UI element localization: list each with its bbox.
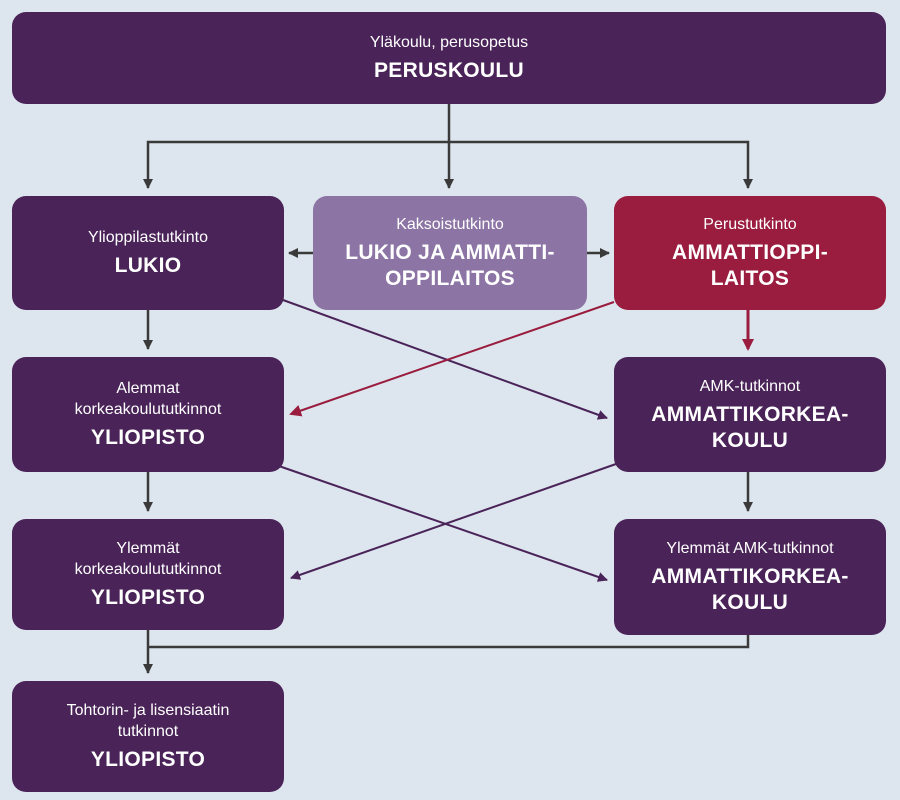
node-kaksoistutkinto: Kaksoistutkinto LUKIO JA AMMATTI- OPPILA… bbox=[313, 196, 587, 310]
node-yliopisto-alemmat-subtitle: Alemmat korkeakoulututkinnot bbox=[74, 380, 222, 418]
node-amk-ylemmat-subtitle: Ylemmät AMK-tutkinnot bbox=[666, 540, 834, 557]
node-tohtori-title: YLIOPISTO bbox=[90, 748, 206, 771]
node-ammattioppilaitos: Perustutkinto AMMATTIOPPI- LAITOS bbox=[614, 196, 886, 310]
node-peruskoulu-title: PERUSKOULU bbox=[373, 59, 524, 82]
arrow-lukio-to-amk bbox=[282, 299, 608, 420]
node-yliopisto-ylemmat: Ylemmät korkeakoulututkinnot YLIOPISTO bbox=[12, 519, 284, 630]
node-tohtori-subtitle: Tohtorin- ja lisensiaatin tutkinnot bbox=[66, 702, 230, 740]
arrow-amk-ylemmat-merge bbox=[148, 635, 750, 649]
node-ammattioppilaitos-title: AMMATTIOPPI- LAITOS bbox=[671, 241, 829, 290]
arrow-yliopisto-to-amk-ylemmat bbox=[275, 464, 608, 582]
node-lukio-title: LUKIO bbox=[114, 254, 182, 277]
node-ammattioppilaitos-subtitle: Perustutkinto bbox=[703, 216, 797, 233]
node-yliopisto-alemmat-title: YLIOPISTO bbox=[90, 426, 206, 449]
node-amk: AMK-tutkinnot AMMATTIKORKEA- KOULU bbox=[614, 357, 886, 472]
node-yliopisto-alemmat: Alemmat korkeakoulututkinnot YLIOPISTO bbox=[12, 357, 284, 472]
node-amk-subtitle: AMK-tutkinnot bbox=[699, 377, 801, 395]
node-yliopisto-ylemmat-subtitle: Ylemmät korkeakoulututkinnot bbox=[74, 540, 222, 578]
node-kaksoistutkinto-title: LUKIO JA AMMATTI- OPPILAITOS bbox=[345, 241, 555, 290]
node-kaksoistutkinto-subtitle: Kaksoistutkinto bbox=[396, 216, 504, 233]
node-amk-ylemmat-title: AMMATTIKORKEA- KOULU bbox=[651, 565, 849, 614]
arrow-peruskoulu-trunk bbox=[143, 104, 451, 189]
node-lukio-subtitle: Ylioppilastutkinto bbox=[87, 229, 209, 246]
node-lukio: Ylioppilastutkinto LUKIO bbox=[12, 196, 284, 310]
node-tohtori: Tohtorin- ja lisensiaatin tutkinnot YLIO… bbox=[12, 681, 284, 792]
node-yliopisto-ylemmat-title: YLIOPISTO bbox=[90, 586, 206, 609]
arrow-peruskoulu-to-ammattioppilaitos bbox=[449, 140, 753, 189]
arrow-ammattioppilaitos-to-yliopisto bbox=[289, 301, 615, 417]
node-amk-title: AMMATTIKORKEA- KOULU bbox=[651, 402, 849, 452]
node-peruskoulu: Yläkoulu, perusopetus PERUSKOULU bbox=[12, 12, 886, 104]
node-amk-ylemmat: Ylemmät AMK-tutkinnot AMMATTIKORKEA- KOU… bbox=[614, 519, 886, 635]
arrow-amk-to-yliopisto-ylemmat bbox=[290, 463, 617, 580]
node-peruskoulu-subtitle: Yläkoulu, perusopetus bbox=[369, 34, 529, 51]
